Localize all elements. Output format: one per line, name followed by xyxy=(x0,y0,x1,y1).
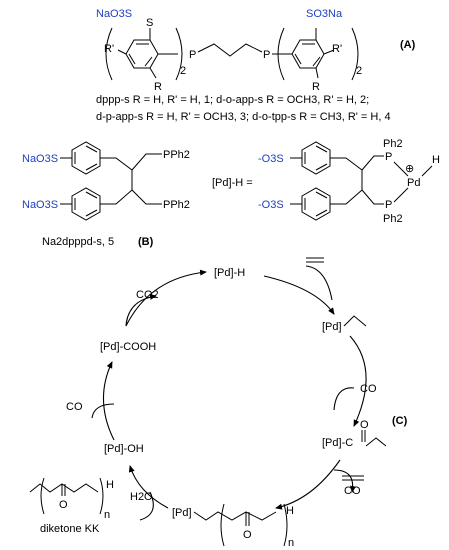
pd-hydride: H xyxy=(432,154,440,166)
section-c-catalytic-cycle: [Pd]-H [Pd] CO [Pd]-C O CO (C) [Pd] O H … xyxy=(29,257,408,549)
b-pph2-bottom: PPh2 xyxy=(163,199,190,211)
cycle-pd-chain: [Pd] xyxy=(172,507,192,519)
kk-h: H xyxy=(106,479,114,491)
right-sulfonate-label: SO3Na xyxy=(306,8,343,20)
pd-positive-charge: ⊕ xyxy=(405,163,414,175)
pd-anion-top: -O3S xyxy=(258,153,284,165)
section-a-label: (A) xyxy=(400,39,416,51)
left-sulfonate-s: S xyxy=(146,17,153,29)
cycle-co-ethylene: CO xyxy=(344,485,361,497)
cycle-chain-oxygen: O xyxy=(243,529,252,541)
right-phosphorus: P xyxy=(263,49,270,61)
cycle-chain-h: H xyxy=(286,505,294,517)
section-b-ligand-and-pd: NaO3S NaO3S PPh2 PPh2 Na2dpppd-s, 5 (B) … xyxy=(22,138,440,248)
section-a-legend-line1: dppp-s R = H, R' = H, 1; d-o-app-s R = O… xyxy=(96,94,369,106)
pd-h-definition: [Pd]-H = xyxy=(212,177,253,189)
pd-p-bottom: P xyxy=(385,199,392,211)
pd-ph2-bottom: Ph2 xyxy=(383,213,403,225)
cycle-chain-n: n xyxy=(288,537,294,549)
left-sulfonate-label: NaO3S xyxy=(96,8,132,20)
cycle-pd-cooh: [Pd]-COOH xyxy=(100,341,156,353)
right-r-prime: R' xyxy=(332,43,342,55)
pd-ph2-top: Ph2 xyxy=(383,138,403,150)
pd-anion-bottom: -O3S xyxy=(258,199,284,211)
cycle-pd-h: [Pd]-H xyxy=(214,267,245,279)
b-sulfonate-bottom: NaO3S xyxy=(22,199,58,211)
cycle-pd-ethyl: [Pd] xyxy=(322,321,342,333)
cycle-pd-oh: [Pd]-OH xyxy=(104,443,144,455)
left-r-prime: R' xyxy=(104,43,114,55)
cycle-acyl-oxygen: O xyxy=(360,419,369,431)
pd-center: Pd xyxy=(407,177,420,189)
kk-oxygen: O xyxy=(59,499,68,511)
right-r: R xyxy=(312,81,320,93)
section-c-label: (C) xyxy=(392,415,408,427)
pd-p-top: P xyxy=(385,151,392,163)
left-r: R xyxy=(154,81,162,93)
left-phosphorus: P xyxy=(189,49,196,61)
b-pph2-top: PPh2 xyxy=(163,149,190,161)
cycle-co-left: CO xyxy=(66,401,83,413)
cycle-water: H2O xyxy=(130,491,153,503)
section-a-legend-line2: d-p-app-s R = H, R' = OCH3, 3; d-o-tpp-s… xyxy=(96,111,391,123)
b-compound-name: Na2dpppd-s, 5 xyxy=(42,236,114,248)
b-sulfonate-top: NaO3S xyxy=(22,153,58,165)
section-a-ligand-structure: NaO3S S R' R 2 P P SO3Na R' R 2 (A) dppp… xyxy=(96,8,416,123)
kk-n: n xyxy=(104,509,110,521)
cycle-co-insertion: CO xyxy=(360,383,377,395)
left-subscript: 2 xyxy=(180,65,186,77)
right-subscript: 2 xyxy=(356,65,362,77)
cycle-co2-release: CO2 xyxy=(136,289,159,301)
kk-label: diketone KK xyxy=(40,523,100,535)
cycle-pd-acyl: [Pd]-C xyxy=(322,437,353,449)
section-b-label: (B) xyxy=(138,236,154,248)
